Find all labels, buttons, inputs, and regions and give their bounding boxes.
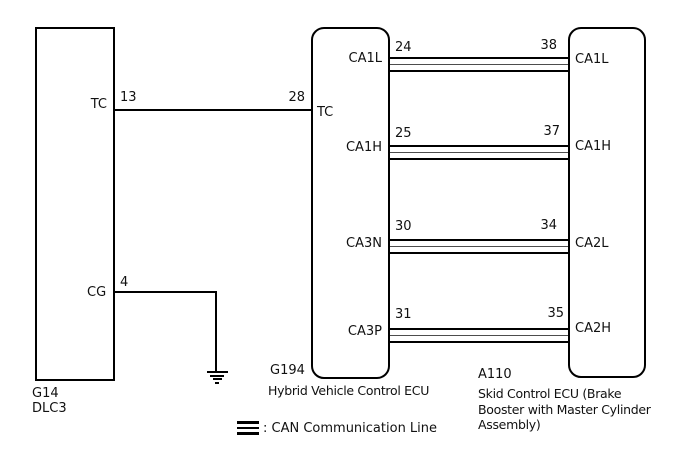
pin-number-37: 37 (543, 124, 560, 139)
connector-box-skid-control-ecu (568, 27, 646, 378)
pin-number-13: 13 (120, 90, 137, 105)
port-label-ca1h-skid-ecu: CA1H (575, 139, 612, 154)
pin-number-35: 35 (547, 306, 564, 321)
connector-box-hybrid-vehicle-control-ecu (311, 27, 390, 379)
port-label-cg-dlc3: CG (87, 285, 107, 300)
wire-cg-vertical (215, 291, 217, 372)
port-label-tc-dlc3: TC (90, 97, 107, 112)
pin-number-31: 31 (395, 307, 412, 322)
wire-tc (115, 109, 311, 111)
port-label-ca1l-skid-ecu: CA1L (575, 52, 609, 67)
port-label-ca1h-hv-ecu: CA1H (345, 140, 382, 155)
pin-number-38: 38 (540, 38, 557, 53)
can-line-ca3n (390, 239, 568, 254)
can-line-symbol-icon (237, 421, 259, 435)
component-code-g14: G14 (32, 386, 59, 401)
pin-number-24: 24 (395, 40, 412, 55)
component-code-a110: A110 (478, 367, 512, 382)
pin-number-4: 4 (120, 275, 129, 290)
port-label-ca2h-skid-ecu: CA2H (575, 321, 612, 336)
pin-number-28: 28 (288, 90, 305, 105)
connector-box-dlc3 (35, 27, 115, 381)
port-label-ca1l-hv-ecu: CA1L (348, 51, 382, 66)
port-label-ca2l-skid-ecu: CA2L (575, 236, 609, 251)
port-label-ca3n-hv-ecu: CA3N (346, 236, 382, 251)
wire-cg-horizontal (115, 291, 217, 293)
ground-icon (206, 371, 228, 384)
pin-number-25: 25 (395, 126, 412, 141)
can-line-ca1l (390, 57, 568, 72)
legend-label: : CAN Communication Line (263, 420, 438, 436)
component-name-skid-control-ecu: Skid Control ECU (Brake Booster with Mas… (478, 386, 651, 432)
port-label-ca3p-hv-ecu: CA3P (347, 324, 382, 339)
pin-number-30: 30 (395, 219, 412, 234)
legend: : CAN Communication Line (237, 421, 437, 435)
can-line-ca1h (390, 145, 568, 160)
can-line-ca3p (390, 328, 568, 343)
pin-number-34: 34 (540, 218, 557, 233)
component-name-dlc3: DLC3 (32, 401, 67, 416)
component-code-g194: G194 (270, 363, 305, 378)
port-label-tc-hv-ecu: TC (317, 105, 334, 120)
component-name-hybrid-vehicle-control-ecu: Hybrid Vehicle Control ECU (268, 383, 430, 398)
